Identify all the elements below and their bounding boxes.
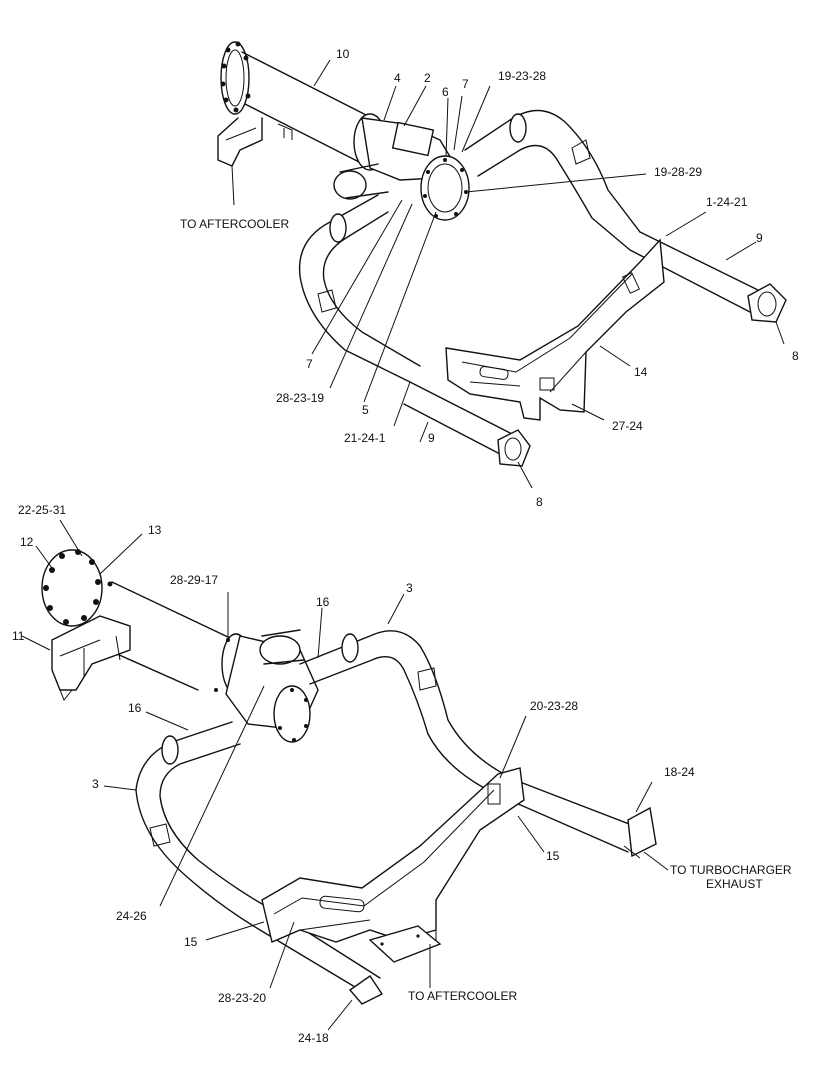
top-labels: 10 4 2 6 7 19-23-28 19-28-29 1-24-21 9 8… <box>180 47 799 509</box>
label-24-26: 24-26 <box>116 909 147 923</box>
label-28-23-20: 28-23-20 <box>218 991 266 1005</box>
label-18-24: 18-24 <box>664 765 695 779</box>
label-27-24: 27-24 <box>612 419 643 433</box>
label-to-aftercooler-bottom: TO AFTERCOOLER <box>408 989 517 1003</box>
left-elbow-3 <box>135 721 384 1005</box>
label-16b: 16 <box>128 701 142 715</box>
end-plate-13 <box>41 549 113 627</box>
support-bracket-15 <box>261 767 525 963</box>
label-3a: 3 <box>406 581 413 595</box>
label-5: 5 <box>362 403 369 417</box>
pipe-9-left <box>403 381 531 467</box>
right-elbow-3 <box>299 630 651 853</box>
bottom-assembly: 22-25-31 12 13 11 28-29-17 16 3 16 3 20-… <box>12 503 792 1045</box>
label-to-aftercooler-top: TO AFTERCOOLER <box>180 217 289 231</box>
label-15a: 15 <box>546 849 560 863</box>
label-9a: 9 <box>756 231 763 245</box>
right-end-flange <box>623 806 657 859</box>
tee-housing <box>333 113 470 221</box>
label-20-23-28: 20-23-28 <box>530 699 578 713</box>
pipe-plate-to-tee <box>107 581 231 691</box>
label-24-18: 24-18 <box>298 1031 329 1045</box>
label-9b: 9 <box>428 431 435 445</box>
tee-housing-bottom <box>214 629 319 743</box>
pipe-10 <box>220 41 373 166</box>
label-2: 2 <box>424 71 431 85</box>
label-16a: 16 <box>316 595 330 609</box>
bracket-11 <box>51 615 131 701</box>
label-3b: 3 <box>92 777 99 791</box>
left-elbow <box>298 194 421 383</box>
label-21-24-1: 21-24-1 <box>344 431 386 445</box>
label-8b: 8 <box>536 495 543 509</box>
label-28-29-17: 28-29-17 <box>170 573 218 587</box>
label-1-24-21: 1-24-21 <box>706 195 748 209</box>
label-19-23-28: 19-23-28 <box>498 69 546 83</box>
label-10: 10 <box>336 47 350 61</box>
label-13: 13 <box>148 523 162 537</box>
bottom-labels: 22-25-31 12 13 11 28-29-17 16 3 16 3 20-… <box>12 503 792 1045</box>
label-28-23-19: 28-23-19 <box>276 391 324 405</box>
label-19-28-29: 19-28-29 <box>654 165 702 179</box>
label-6: 6 <box>442 85 449 99</box>
label-4: 4 <box>394 71 401 85</box>
right-elbow <box>464 109 641 251</box>
label-to-turbocharger: TO TURBOCHARGER <box>670 863 792 877</box>
bottom-leaders <box>21 519 669 1031</box>
label-14: 14 <box>634 365 648 379</box>
label-exhaust: EXHAUST <box>706 877 763 891</box>
label-22-25-31: 22-25-31 <box>18 503 66 517</box>
aftercooler-bracket <box>217 117 293 206</box>
label-8a: 8 <box>792 349 799 363</box>
label-7b: 7 <box>306 357 313 371</box>
label-15b: 15 <box>184 935 198 949</box>
top-assembly: 10 4 2 6 7 19-23-28 19-28-29 1-24-21 9 8… <box>180 41 799 509</box>
label-7a: 7 <box>462 77 469 91</box>
label-12: 12 <box>20 535 34 549</box>
support-bracket-14 <box>445 238 665 421</box>
top-leaders <box>311 59 785 489</box>
label-11: 11 <box>12 629 25 643</box>
